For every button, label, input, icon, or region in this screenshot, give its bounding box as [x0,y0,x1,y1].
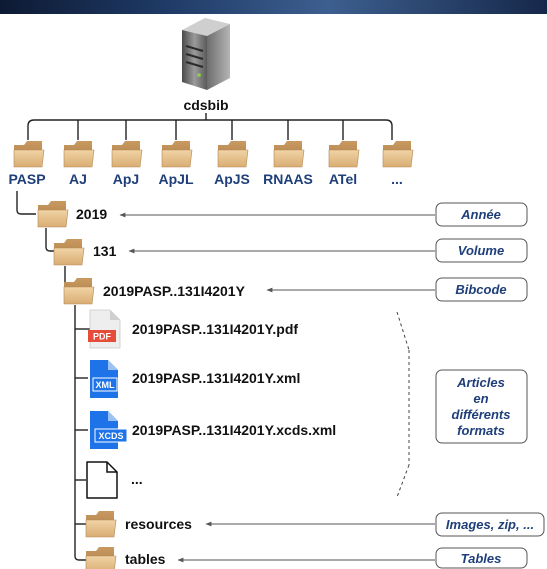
journal-label-apjl: ApJL [159,171,194,187]
journal-label-rnaas: RNAAS [263,171,313,187]
articles-brace [396,311,410,498]
svg-text:Volume: Volume [458,243,504,258]
journal-bracket [27,113,393,140]
journal-folder-apj[interactable] [111,141,143,168]
file-pdf-label: 2019PASP..131I4201Y.pdf [132,321,298,337]
svg-text:Bibcode: Bibcode [455,282,506,297]
folder-volume[interactable] [53,239,85,266]
svg-text:en: en [473,391,488,406]
journal-folder-atel[interactable] [328,141,360,168]
svg-text:formats: formats [457,423,505,438]
folder-bibcode[interactable] [63,278,95,305]
annotation-articles: Articles en différents formats [435,369,528,444]
file-xcds-label: 2019PASP..131I4201Y.xcds.xml [132,422,336,438]
svg-text:XCDS: XCDS [98,431,123,441]
file-xml-label: 2019PASP..131I4201Y.xml [132,370,300,386]
journal-folder-pasp[interactable] [13,141,45,168]
folder-icon [161,141,193,168]
journal-folder-rnaas[interactable] [273,141,305,168]
journal-folder-apjs[interactable] [217,141,249,168]
annotation-volume: Volume [435,238,528,263]
folder-tables-label: tables [125,551,166,567]
svg-text:XML: XML [96,380,116,390]
file-more[interactable] [86,461,118,499]
folder-resources[interactable] [85,511,117,538]
journal-label-atel: ATel [329,171,357,187]
folder-icon [37,201,69,228]
svg-text:PDF: PDF [93,332,112,342]
header-band [0,0,547,14]
annotation-bibcode: Bibcode [435,277,528,302]
journal-folder-apjl[interactable] [161,141,193,168]
journal-label-apjs: ApJS [214,171,250,187]
annotation-resources: Images, zip, ... [435,512,545,537]
annotation-year: Année [435,202,528,227]
blank-file-icon [86,461,118,499]
pdf-file-icon: PDF [88,309,121,349]
folder-icon [111,141,143,168]
file-xcds[interactable]: XCDS [90,411,128,449]
server-label: cdsbib [183,97,228,113]
svg-text:Images, zip, ...: Images, zip, ... [446,517,534,532]
folder-icon [13,141,45,168]
folder-icon [328,141,360,168]
folder-icon [85,547,117,569]
folder-bibcode-label: 2019PASP..131I4201Y [103,283,246,299]
folder-icon [63,278,95,305]
server-icon [182,18,230,90]
journal-folder-aj[interactable] [63,141,95,168]
folder-icon [273,141,305,168]
svg-text:Année: Année [460,207,501,222]
folder-resources-label: resources [125,516,192,532]
file-more-label: ... [131,471,143,487]
folder-year[interactable] [37,201,69,228]
svg-text:différents: différents [452,407,511,422]
folder-icon [382,141,414,168]
folder-tables[interactable] [85,547,117,569]
folder-icon [53,239,85,266]
journal-label-more: ... [391,171,403,187]
folder-icon [217,141,249,168]
folder-icon [85,511,117,538]
file-xml[interactable]: XML [90,360,118,398]
journal-folder-more[interactable] [382,141,414,168]
xcds-file-icon: XCDS [90,411,128,449]
file-pdf[interactable]: PDF [88,309,121,349]
journal-label-pasp: PASP [8,171,45,187]
journal-label-aj: AJ [69,171,87,187]
annotation-arrows [119,212,435,563]
svg-text:Tables: Tables [461,551,502,566]
folder-icon [63,141,95,168]
folder-year-label: 2019 [76,206,107,222]
xml-file-icon: XML [90,360,118,398]
svg-text:Articles: Articles [456,375,505,390]
folder-volume-label: 131 [93,243,117,259]
annotation-tables: Tables [435,547,528,569]
journal-label-apj: ApJ [113,171,139,187]
